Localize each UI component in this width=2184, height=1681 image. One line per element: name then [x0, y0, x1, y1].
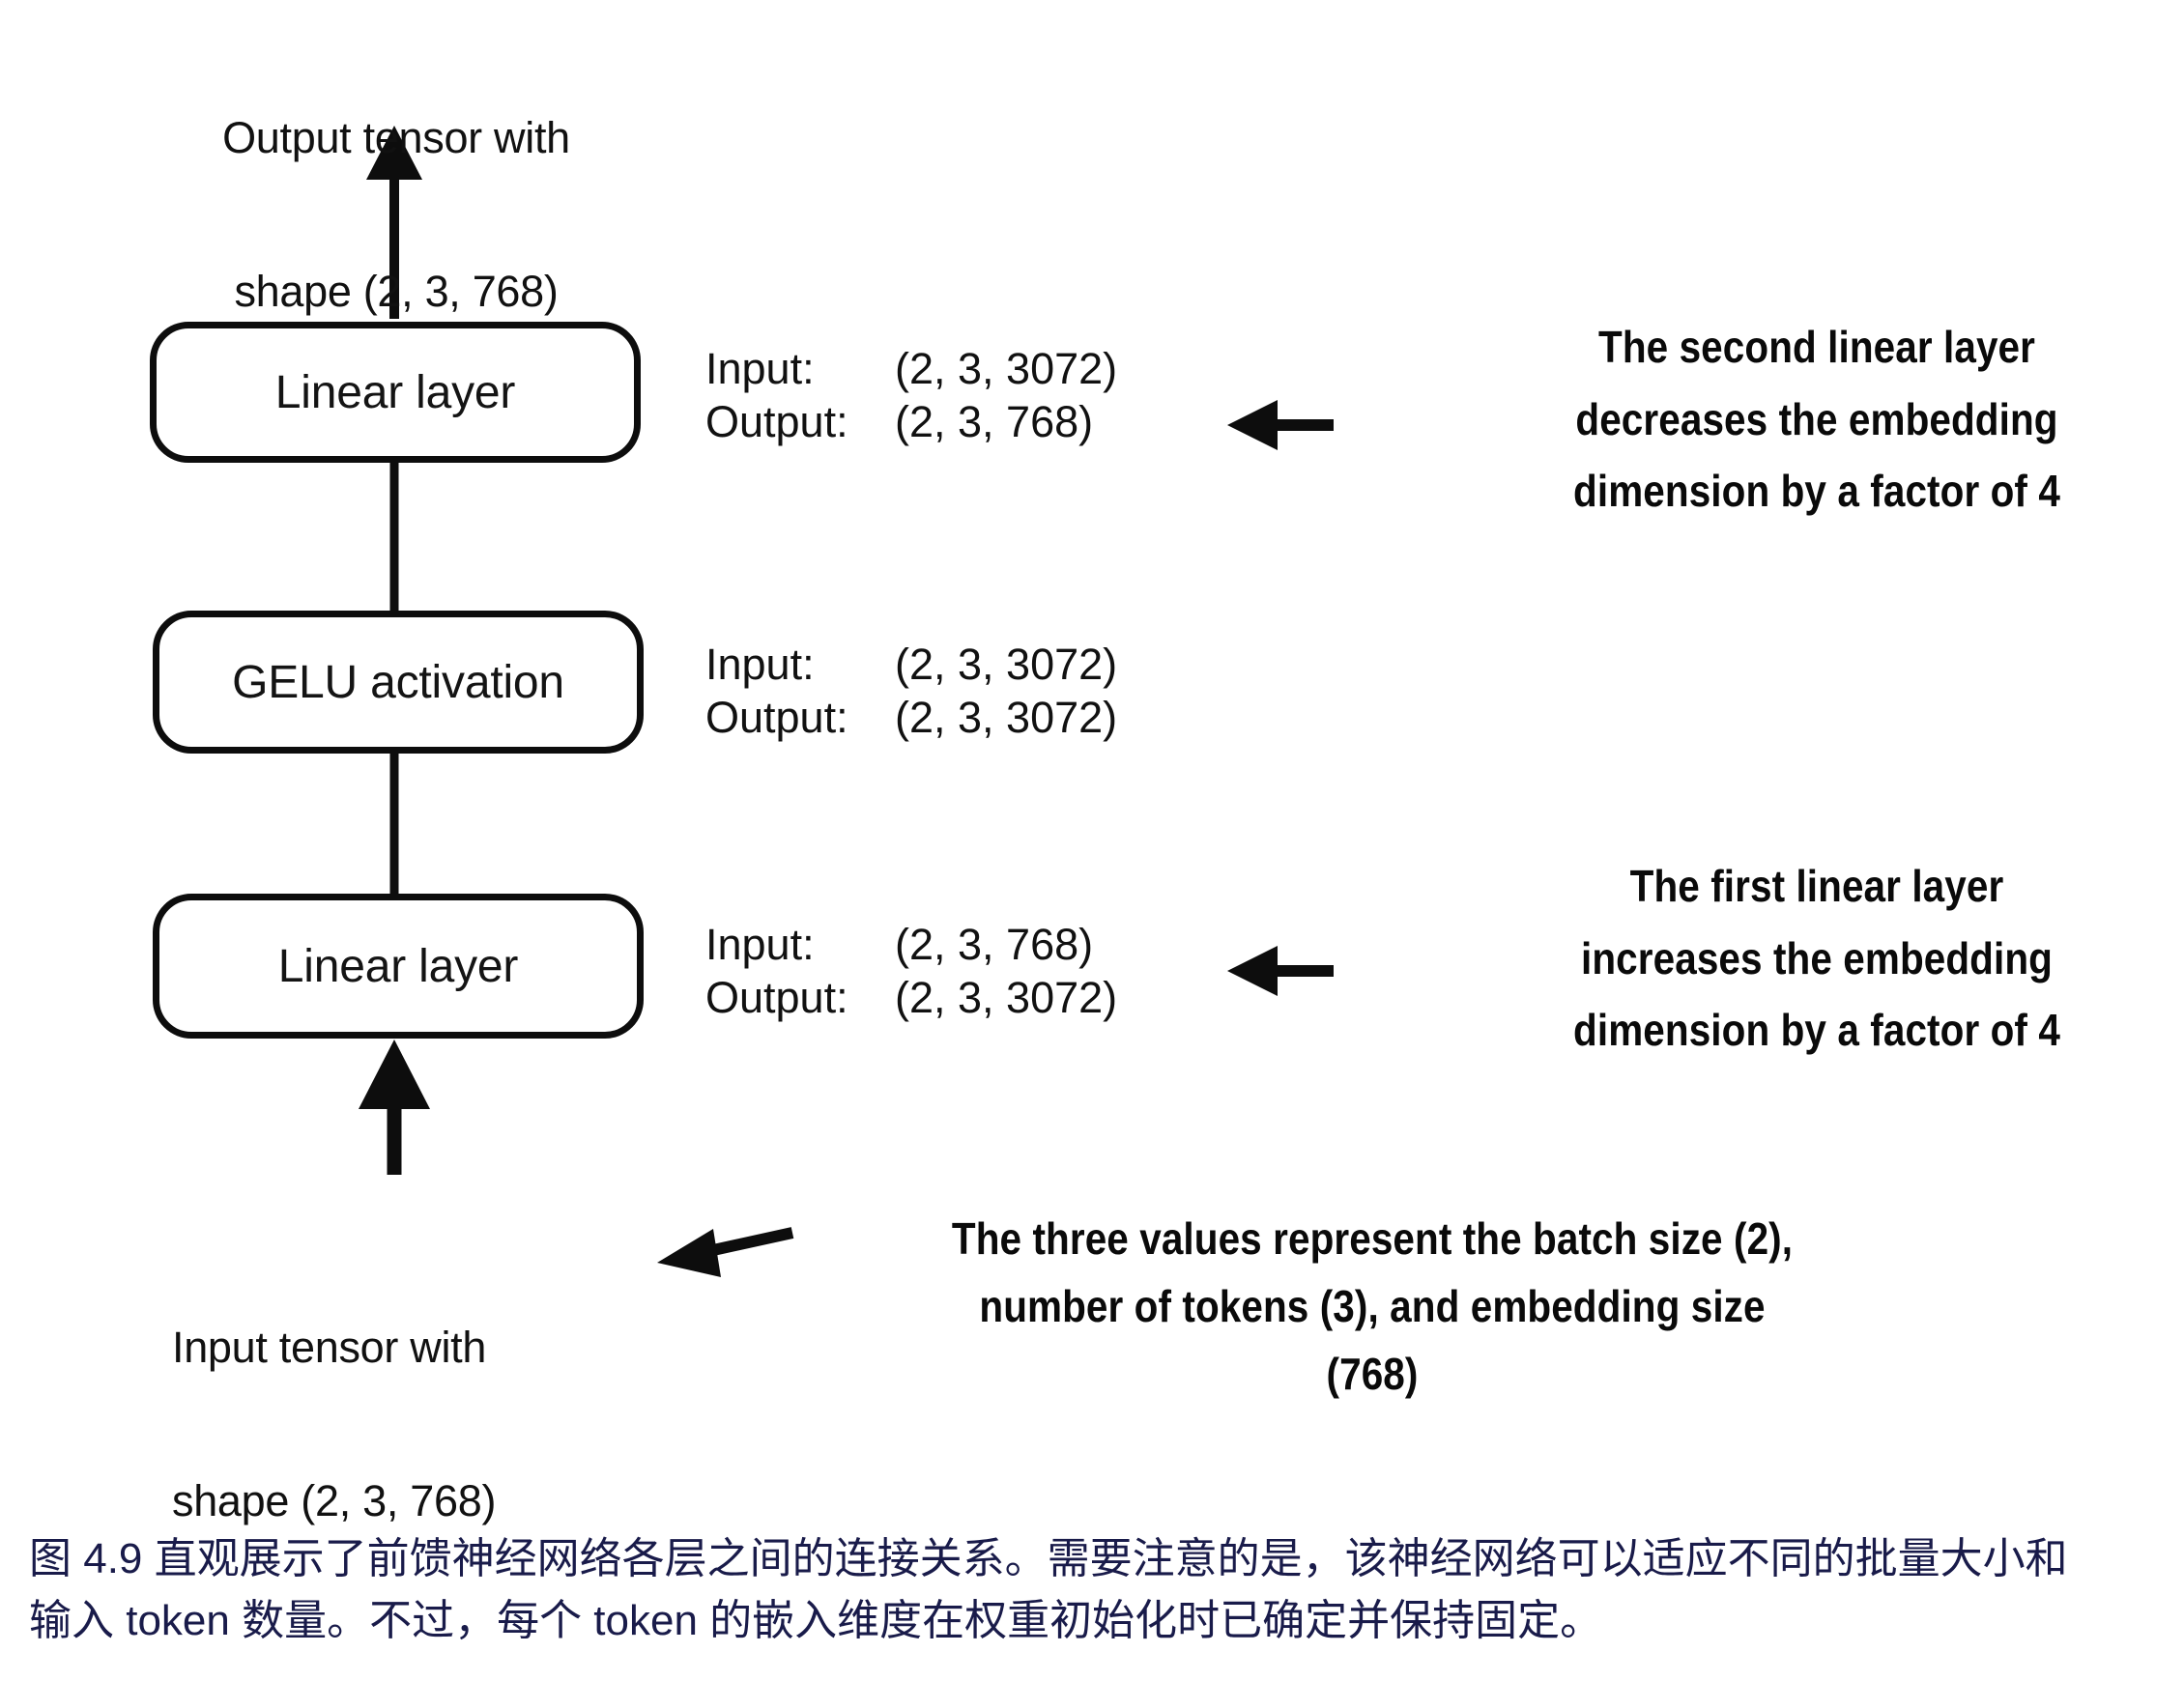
annotation-line-1: The second linear layer	[1598, 322, 2035, 372]
input-tensor-label: Input tensor with shape (2, 3, 768)	[172, 1219, 810, 1630]
io-output-row: Output: (2, 3, 768)	[705, 396, 1117, 449]
annotation-line-2: increases the embedding	[1581, 932, 2053, 983]
annotation-line-1: The three values represent the batch siz…	[951, 1213, 1794, 1264]
input-tensor-label-line1: Input tensor with	[172, 1323, 487, 1373]
figure-caption: 图 4.9 直观展示了前馈神经网络各层之间的连接关系。需要注意的是，该神经网络可…	[29, 1528, 2155, 1652]
io-spec-gelu: Input: (2, 3, 3072) Output: (2, 3, 3072)	[705, 639, 1117, 745]
annotation-second-linear-layer: The second linear layer decreases the em…	[1510, 311, 2123, 527]
node-linear-layer-second[interactable]: Linear layer	[150, 322, 641, 463]
output-tensor-label-line2: shape (2, 3, 768)	[234, 267, 559, 317]
io-output-value: (2, 3, 3072)	[895, 692, 1118, 742]
io-output-value: (2, 3, 768)	[895, 396, 1094, 446]
annotation-three-values: The three values represent the batch siz…	[845, 1206, 1899, 1409]
io-output-key: Output:	[705, 396, 848, 446]
io-output-key: Output:	[705, 972, 848, 1022]
node-gelu-activation[interactable]: GELU activation	[153, 611, 644, 754]
io-input-value: (2, 3, 3072)	[895, 640, 1118, 689]
io-input-key: Input:	[705, 920, 815, 969]
caption-line-1: 图 4.9 直观展示了前馈神经网络各层之间的连接关系。需要注意的是，该神经网络可…	[29, 1535, 2068, 1582]
io-input-row: Input: (2, 3, 3072)	[705, 639, 1117, 692]
annotation-line-2: number of tokens (3), and embedding size	[979, 1280, 1766, 1331]
output-tensor-label-line1: Output tensor with	[222, 113, 570, 163]
io-input-value: (2, 3, 3072)	[895, 344, 1118, 393]
io-output-key: Output:	[705, 692, 848, 742]
arrow-first-linear-note	[1227, 946, 1334, 996]
annotation-line-3: (768)	[1326, 1348, 1419, 1399]
node-label: GELU activation	[232, 656, 564, 708]
io-input-value: (2, 3, 768)	[895, 920, 1094, 969]
input-tensor-label-line2: shape (2, 3, 768)	[172, 1476, 497, 1526]
caption-line-2: 输入 token 数量。不过，每个 token 的嵌入维度在权重初始化时已确定并…	[29, 1597, 1603, 1645]
io-spec-linear-first: Input: (2, 3, 768) Output: (2, 3, 3072)	[705, 919, 1117, 1025]
arrow-second-linear-note	[1227, 400, 1334, 450]
arrow-input	[359, 1040, 430, 1175]
annotation-line-2: decreases the embedding	[1575, 393, 2058, 444]
annotation-line-1: The first linear layer	[1629, 861, 2004, 911]
node-label: Linear layer	[274, 366, 516, 418]
io-spec-linear-second: Input: (2, 3, 3072) Output: (2, 3, 768)	[705, 343, 1117, 449]
annotation-first-linear-layer: The first linear layer increases the emb…	[1510, 850, 2123, 1067]
annotation-line-3: dimension by a factor of 4	[1573, 466, 2060, 517]
io-input-row: Input: (2, 3, 768)	[705, 919, 1117, 972]
io-output-value: (2, 3, 3072)	[895, 972, 1118, 1022]
node-label: Linear layer	[277, 940, 519, 992]
io-output-row: Output: (2, 3, 3072)	[705, 972, 1117, 1025]
node-linear-layer-first[interactable]: Linear layer	[153, 894, 644, 1039]
io-input-key: Input:	[705, 344, 815, 393]
io-input-key: Input:	[705, 640, 815, 689]
output-tensor-label: Output tensor with shape (2, 3, 768)	[58, 10, 734, 420]
annotation-line-3: dimension by a factor of 4	[1573, 1005, 2060, 1056]
io-input-row: Input: (2, 3, 3072)	[705, 343, 1117, 396]
io-output-row: Output: (2, 3, 3072)	[705, 692, 1117, 745]
